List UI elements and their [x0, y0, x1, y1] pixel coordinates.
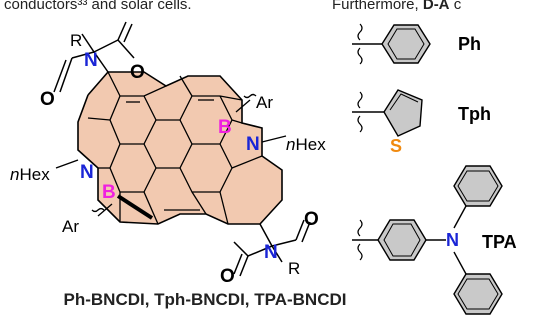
- figure-caption: Ph-BNCDI, Tph-BNCDI, TPA-BNCDI: [63, 290, 347, 309]
- substituent-tpa: N TPA: [352, 165, 517, 315]
- b-ar-bonds: [91, 93, 257, 217]
- label-nhex-right: nHex: [286, 135, 326, 154]
- tpa-bond-up: [453, 205, 467, 229]
- label-o-top-left: O: [40, 89, 55, 110]
- label-tpa: TPA: [482, 232, 517, 252]
- tph-thiophene-ring: [383, 89, 423, 137]
- tpa-ring-3-inner: [457, 278, 499, 310]
- tpa-bond-down: [453, 251, 467, 275]
- label-tph: Tph: [458, 104, 491, 124]
- label-ar-bottom: Ar: [62, 217, 79, 236]
- label-s: S: [390, 136, 402, 156]
- label-nhex-left: nHex: [10, 165, 50, 184]
- attachment-wavy-ph: [357, 23, 363, 65]
- bncdi-core: R N O O B Ar N nHex nHex N B Ar O N R O: [10, 21, 326, 287]
- attachment-wavy-tph: [357, 91, 363, 133]
- label-ar-top: Ar: [256, 93, 273, 112]
- label-n-right: N: [246, 134, 260, 155]
- n-hex-right-bonds: [261, 135, 287, 143]
- core-ring-fill: [78, 72, 282, 224]
- label-o-bottom-left: O: [220, 266, 235, 287]
- tpa-phenyl-ring-1: [377, 219, 427, 261]
- label-n-top: N: [84, 50, 98, 71]
- label-r-top: R: [70, 31, 82, 50]
- tph-ring-inner: [389, 93, 419, 111]
- core-bold-bond: [116, 194, 154, 220]
- tpa-ring-1-inner: [383, 223, 421, 257]
- ph-phenyl-ring: [381, 24, 431, 64]
- text-fragment-right-suffix: c: [449, 0, 462, 13]
- label-n-tpa: N: [446, 230, 459, 250]
- text-fragment-left: conductors³³ and solar cells.: [4, 0, 192, 13]
- label-n-bottom: N: [264, 242, 278, 263]
- tpa-ring-2-inner: [457, 170, 499, 202]
- label-o-top-right: O: [130, 62, 145, 83]
- imide-bottom-right: [233, 219, 311, 277]
- tpa-phenyl-ring-3: [453, 273, 503, 315]
- label-n-left: N: [80, 162, 94, 183]
- substituent-ph: Ph: [352, 23, 481, 65]
- text-fragment-right-bold: D-A: [422, 0, 450, 13]
- tpa-phenyl-ring-2: [453, 165, 503, 207]
- text-fragment-right: Furthermore, D-A c: [332, 0, 461, 13]
- core-outer-bonds: [77, 71, 283, 225]
- label-r-bottom: R: [288, 259, 300, 278]
- core-inner-bonds: [87, 71, 263, 225]
- n-hex-left-bonds: [55, 159, 79, 169]
- imide-top-left: [53, 21, 135, 93]
- label-b-top: B: [218, 117, 232, 138]
- label-ph: Ph: [458, 34, 481, 54]
- attachment-wavy-tpa: [357, 219, 363, 261]
- text-fragment-right-prefix: Furthermore,: [332, 0, 423, 13]
- substituent-tph: S Tph: [352, 89, 491, 156]
- ph-ring-inner: [387, 28, 425, 60]
- label-b-bottom: B: [102, 182, 116, 203]
- label-o-bottom-right: O: [304, 209, 319, 230]
